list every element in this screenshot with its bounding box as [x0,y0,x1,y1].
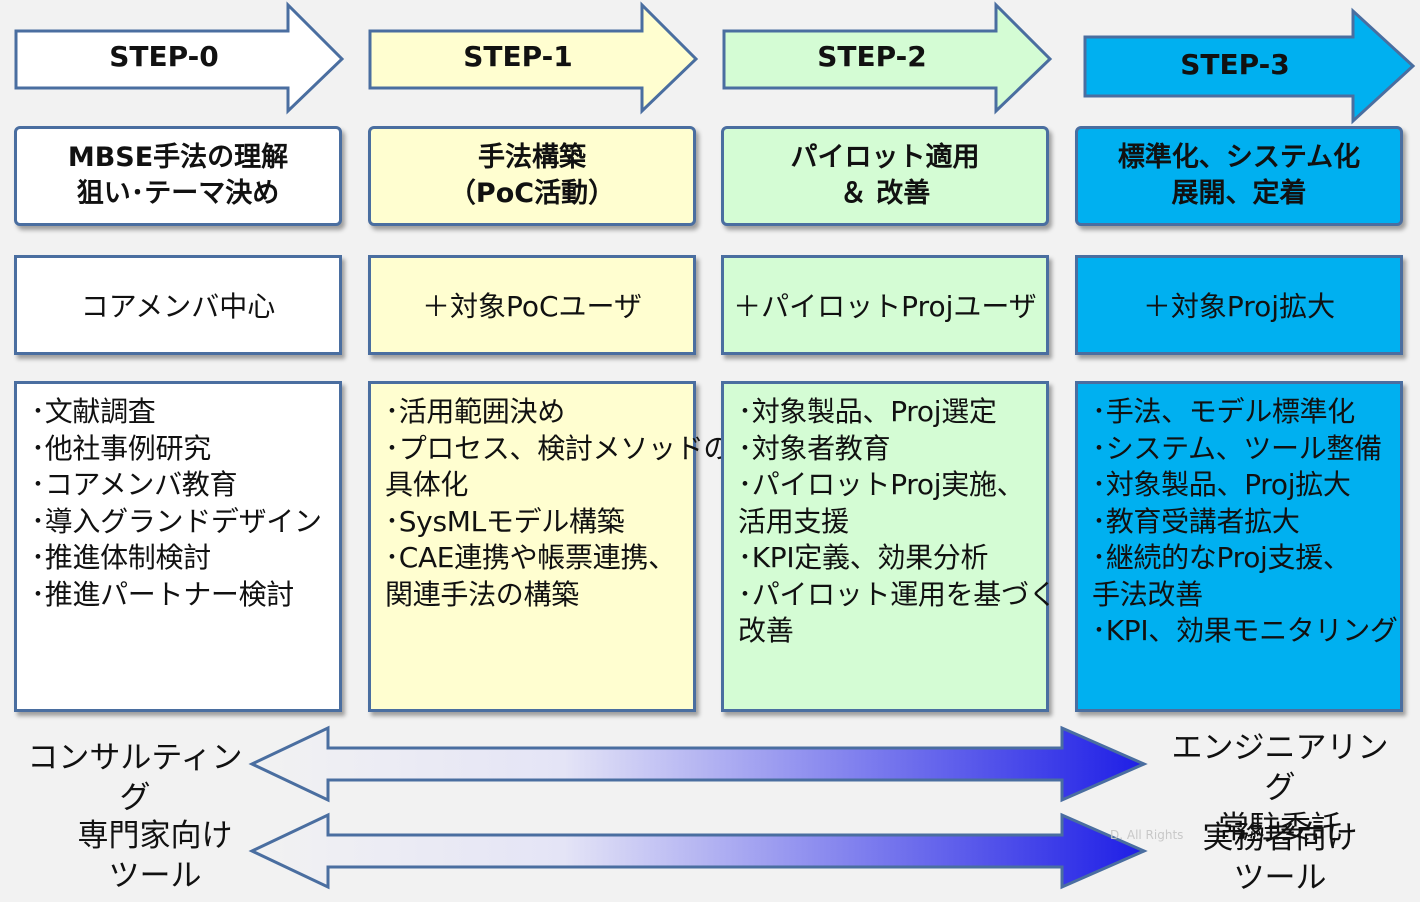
scale-1-right-line-1: エンジニアリング [1171,730,1389,806]
step-2-activity-list: ･対象製品、Proj選定 ･対象者教育 ･パイロットProj実施、 活用支援 ･… [721,381,1057,712]
step-1-arrow [368,1,699,115]
step-2-label: STEP-2 [817,40,927,73]
step-1-role: ＋対象PoCユーザ [421,290,642,323]
list-item: ･対象者教育 [738,431,891,465]
list-item: ･コアメンバ教育 [31,468,238,501]
step-1-label: STEP-1 [463,40,573,73]
list-item: ･パイロットProj実施、 [738,468,1025,501]
step-1-activity-list: ･活用範囲決め ･プロセス、検討メソッドの 具体化 ･SysMLモデル構築 ･C… [368,381,732,712]
list-item: ･システム、ツール整備 [1092,431,1382,465]
step-3-title-line-2: 展開、定着 [1171,178,1307,209]
expert-practitioner-tool-double-arrow [248,812,1148,890]
list-item: 具体化 [385,468,469,501]
step-3-title-line-1: 標準化、システム化 [1117,142,1361,173]
scale-1-left-label: コンサルティング [20,738,250,818]
step-3-label: STEP-3 [1180,48,1290,81]
list-item: 活用支援 [738,504,849,538]
list-item: ･他社事例研究 [31,431,211,465]
list-item: ･対象製品、Proj拡大 [1092,468,1351,501]
step-1-title-box: 手法構築 （PoC活動） [368,126,696,226]
step-0-title-line-1: MBSE手法の理解 [67,142,289,173]
list-item: 手法改善 [1092,577,1203,611]
step-0-activity-list: ･文献調査 ･他社事例研究 ･コアメンバ教育 ･導入グランドデザイン ･推進体制… [14,381,342,712]
step-2-arrow [722,1,1053,115]
step-1-role-box: ＋対象PoCユーザ [368,255,696,355]
step-2-title-line-2: ＆ 改善 [839,178,931,209]
list-item: ･推進パートナー検討 [31,577,295,611]
list-item: 改善 [738,614,794,647]
list-item: ･手法、モデル標準化 [1092,395,1356,428]
list-item: ･SysMLモデル構築 [385,504,625,538]
step-3-arrow [1083,7,1416,125]
step-0-arrow [14,1,345,115]
scale-1-left-line-1: コンサルティング [27,740,243,816]
scale-2-right-label: 実務者向け ツール [1160,818,1400,898]
step-2-role-box: ＋パイロットProjユーザ [721,255,1049,355]
list-item: ･推進体制検討 [31,541,211,574]
step-2-title-box: パイロット適用 ＆ 改善 [721,126,1049,226]
consulting-engineering-double-arrow [248,725,1148,803]
step-0-title-box: MBSE手法の理解 狙い･テーマ決め [14,126,342,226]
list-item: ･導入グランドデザイン [31,504,322,538]
step-3-activity-list: ･手法、モデル標準化 ･システム、ツール整備 ･対象製品、Proj拡大 ･教育受… [1075,381,1403,712]
step-3-role: ＋対象Proj拡大 [1142,290,1336,323]
list-item: ･教育受講者拡大 [1092,504,1300,538]
step-0-title-line-2: 狙い･テーマ決め [76,178,280,209]
scale-2-left-line-1: 専門家向け [77,818,233,854]
step-1-title-line-1: 手法構築 [478,142,586,173]
list-item: 関連手法の構築 [385,577,579,611]
step-0-role-box: コアメンバ中心 [14,255,342,355]
list-item: ･KPI定義、効果分析 [738,541,989,574]
step-2-role: ＋パイロットProjユーザ [733,290,1037,323]
scale-2-left-line-2: ツール [108,858,202,894]
scale-2-left-label: 専門家向け ツール [20,816,290,896]
list-item: ･継続的なProj支援、 [1092,541,1351,574]
copyright-fragment: D. All Rights [1110,828,1184,842]
scale-1-right-line-2: 常駐委託 [1218,810,1342,846]
scale-2-right-line-2: ツール [1233,860,1327,896]
list-item: ･プロセス、検討メソッドの [385,431,732,465]
scale-2-right-line-1: 実務者向け [1202,820,1358,856]
step-2-title-line-1: パイロット適用 [790,142,980,173]
list-item: ･活用範囲決め [385,395,565,428]
step-1-title-line-2: （PoC活動） [448,178,616,209]
list-item: ･CAE連携や帳票連携、 [385,541,676,574]
step-0-label: STEP-0 [109,40,219,73]
list-item: ･文献調査 [31,395,156,428]
list-item: ･対象製品、Proj選定 [738,395,997,428]
list-item: ･KPI、効果モニタリング [1092,614,1398,647]
scale-1-right-label: エンジニアリング 常駐委託 [1160,728,1400,848]
step-3-title-box: 標準化、システム化 展開、定着 [1075,126,1403,226]
step-3-role-box: ＋対象Proj拡大 [1075,255,1403,355]
step-0-role: コアメンバ中心 [80,290,276,323]
list-item: ･パイロット運用を基づく [738,577,1057,611]
